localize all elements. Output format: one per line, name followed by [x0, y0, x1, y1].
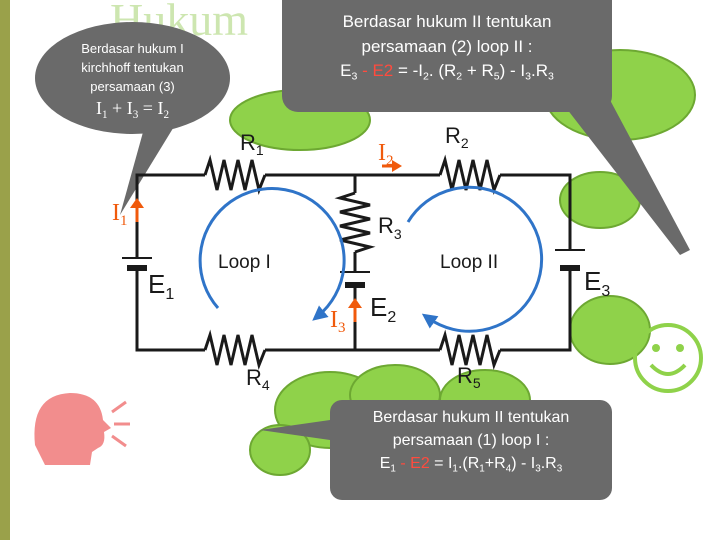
loop-ii-label: Loop II [440, 252, 498, 273]
bottom-speech-bubble: Berdasar hukum II tentukan persamaan (1)… [330, 400, 612, 500]
bubble-line: Berdasar hukum I [81, 41, 184, 56]
label-e1: E1 [148, 269, 174, 303]
battery-e2 [340, 271, 370, 288]
current-arrow-i1 [130, 198, 144, 222]
resistor-r2 [438, 154, 502, 195]
resistor-r3 [334, 191, 376, 254]
bubble-line: kirchhoff tentukan [81, 59, 184, 75]
label-e2: E2 [370, 292, 396, 326]
top-left-speech-bubble: Berdasar hukum I kirchhoff tentukan pers… [35, 22, 230, 134]
smiley-face-icon [633, 323, 703, 393]
bottom-bubble-tail [260, 420, 330, 440]
battery-e1 [122, 257, 152, 271]
top-right-speech-bubble: Berdasar hukum II tentukan persamaan (2)… [282, 0, 612, 112]
label-r5: R5 [457, 363, 481, 391]
equation-2: E3 - E2 = -I2. (R2 + R5) - I3.R3 [340, 61, 554, 83]
label-r4: R4 [246, 365, 270, 393]
current-arrow-i3 [348, 298, 362, 322]
resistor-r4 [203, 329, 267, 370]
equation-1: E1 - E2 = I1.(R1+R4) - I3.R3 [379, 455, 563, 475]
label-r2: R2 [445, 123, 469, 151]
equation-3: I1 + I3 = I2 [95, 97, 170, 121]
bubble-line: persamaan (3) [90, 78, 175, 94]
label-r1: R1 [240, 130, 264, 158]
battery-e3 [555, 249, 585, 271]
resistor-r5 [438, 329, 502, 370]
top-right-bubble-tail [560, 100, 690, 255]
resistor-r1 [203, 154, 267, 195]
label-r3: R3 [378, 213, 402, 242]
current-arrow-i2 [382, 160, 402, 172]
bubble-line: persamaan (2) loop II : [361, 36, 533, 56]
speaking-head-icon [34, 393, 130, 465]
label-i1: I1 [112, 200, 128, 229]
label-i2: I2 [378, 140, 394, 169]
loop-ii-arrow [406, 185, 544, 333]
bubble-line: Berdasar hukum II tentukan [342, 12, 552, 31]
label-i3: I3 [330, 307, 346, 336]
label-e3: E3 [584, 266, 610, 300]
loop-i-arrow [198, 187, 346, 321]
loop-i-label: Loop I [218, 252, 271, 273]
bubble-line: Berdasar hukum II tentukan [372, 409, 570, 426]
left-accent-strip [0, 0, 10, 540]
bubble-line: persamaan (1) loop I : [392, 432, 550, 450]
top-left-bubble-tail [120, 125, 175, 215]
